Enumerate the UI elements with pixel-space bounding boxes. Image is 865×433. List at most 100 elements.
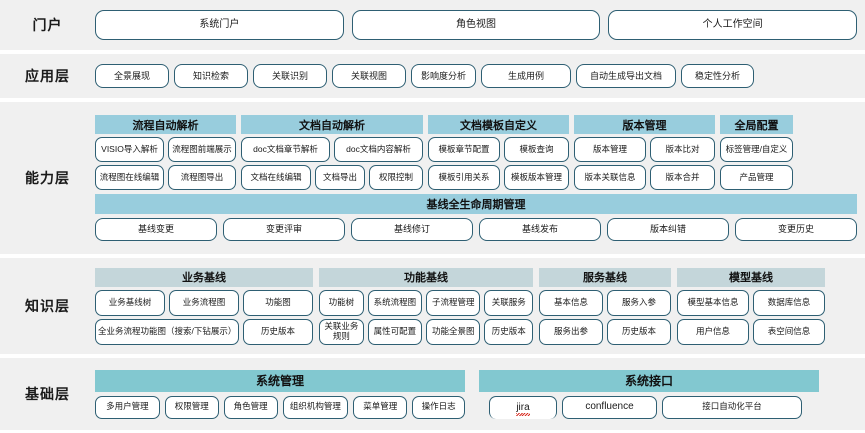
cap-template-query[interactable]: 模板查询 (504, 137, 569, 162)
kn-full-business-flow-function-chart[interactable]: 全业务流程功能图（搜索/下钻展示） (95, 318, 239, 345)
kn-system-flow-chart[interactable]: 系统流程图 (367, 289, 423, 316)
app-item-panorama[interactable]: 全景展现 (95, 64, 169, 88)
cap-tag-mgmt-custom[interactable]: 标签管理/自定义 (720, 137, 793, 162)
group-row: 版本关联信息 版本合并 (574, 165, 715, 190)
kn-service-history-version[interactable]: 历史版本 (607, 318, 671, 345)
kn-user-info[interactable]: 用户信息 (677, 318, 749, 345)
cap-template-chapter-config[interactable]: 模板章节配置 (428, 137, 500, 162)
layer-capability: 能力层 流程自动解析 VISIO导入解析 流程图前端展示 流程图在线编辑 流程图… (0, 102, 865, 254)
app-item-stability-analysis[interactable]: 稳定性分析 (681, 64, 754, 88)
kn-model-basic-info[interactable]: 模型基本信息 (677, 289, 749, 316)
cap-doc-chapter-parse[interactable]: doc文档章节解析 (241, 137, 330, 162)
portal-item-system-portal[interactable]: 系统门户 (95, 10, 344, 40)
kn-function-panorama[interactable]: 功能全景图 (426, 318, 481, 345)
cap-doc-online-edit[interactable]: 文档在线编辑 (241, 165, 311, 190)
group-row: 版本管理 版本比对 (574, 137, 715, 162)
lifecycle-baseline-revise[interactable]: 基线修订 (351, 218, 473, 241)
group-row: 全业务流程功能图（搜索/下钻展示） 历史版本 (95, 318, 313, 345)
cap-version-mgmt[interactable]: 版本管理 (574, 137, 646, 162)
kn-function-tree[interactable]: 功能树 (319, 289, 364, 316)
capability-groups: 流程自动解析 VISIO导入解析 流程图前端展示 流程图在线编辑 流程图导出 文… (95, 115, 857, 190)
lifecycle-change-review[interactable]: 变更评审 (223, 218, 345, 241)
group-row: 基本信息 服务入参 (539, 289, 671, 316)
lifecycle-baseline-change[interactable]: 基线变更 (95, 218, 217, 241)
base-org-structure-mgmt[interactable]: 组织机构管理 (282, 395, 349, 419)
app-item-relation-identify[interactable]: 关联识别 (253, 64, 327, 88)
base-operation-log[interactable]: 操作日志 (412, 395, 465, 419)
cap-flow-online-edit[interactable]: 流程图在线编辑 (95, 165, 164, 190)
kn-service-basic-info[interactable]: 基本信息 (539, 289, 603, 316)
cap-visio-import-parse[interactable]: VISIO导入解析 (95, 137, 164, 162)
base-multi-user-mgmt[interactable]: 多用户管理 (95, 395, 160, 419)
kn-tablespace-info[interactable]: 表空间信息 (753, 318, 825, 345)
kn-attribute-configurable[interactable]: 属性可配置 (367, 318, 423, 345)
lifecycle-baseline-publish[interactable]: 基线发布 (479, 218, 601, 241)
infrastructure-group-system-mgmt: 系统管理 多用户管理 权限管理 角色管理 组织机构管理 菜单管理 操作日志 (95, 369, 465, 419)
group-row: 产品管理 (720, 165, 793, 190)
kn-business-flow-chart[interactable]: 业务流程图 (169, 289, 239, 316)
lifecycle-change-history[interactable]: 变更历史 (735, 218, 857, 241)
kn-service-output-param[interactable]: 服务出参 (539, 318, 603, 345)
cap-doc-content-parse[interactable]: doc文档内容解析 (334, 137, 423, 162)
baseline-lifecycle-items: 基线变更 变更评审 基线修订 基线发布 版本纠错 变更历史 (95, 218, 857, 241)
base-confluence-link[interactable]: confluence (562, 395, 657, 419)
kn-function-chart[interactable]: 功能图 (243, 289, 313, 316)
kn-database-info[interactable]: 数据库信息 (753, 289, 825, 316)
kn-business-baseline-tree[interactable]: 业务基线树 (95, 289, 165, 316)
app-item-generate-case[interactable]: 生成用例 (481, 64, 571, 88)
app-item-relation-view[interactable]: 关联视图 (332, 64, 406, 88)
base-role-mgmt[interactable]: 角色管理 (223, 395, 278, 419)
base-permission-mgmt[interactable]: 权限管理 (164, 395, 219, 419)
kn-business-history-version[interactable]: 历史版本 (243, 318, 313, 345)
kn-function-history-version[interactable]: 历史版本 (484, 318, 534, 345)
group-row: 功能树 系统流程图 子流程管理 关联服务 (319, 289, 534, 316)
cap-permission-control[interactable]: 权限控制 (369, 165, 423, 190)
capability-group-process-parse: 流程自动解析 VISIO导入解析 流程图前端展示 流程图在线编辑 流程图导出 (95, 115, 236, 190)
base-interface-automation-platform[interactable]: 接口自动化平台 (662, 395, 802, 419)
base-menu-mgmt[interactable]: 菜单管理 (353, 395, 408, 419)
group-row: 模板章节配置 模板查询 (428, 137, 569, 162)
layer-infrastructure: 基础层 系统管理 多用户管理 权限管理 角色管理 组织机构管理 菜单管理 操作日… (0, 358, 865, 430)
portal-item-role-view[interactable]: 角色视图 (351, 10, 601, 40)
kn-service-input-param[interactable]: 服务入参 (607, 289, 671, 316)
kn-related-business-rule[interactable]: 关联业务规则 (319, 318, 364, 345)
group-row: VISIO导入解析 流程图前端展示 (95, 137, 236, 162)
group-row: 标签管理/自定义 (720, 137, 793, 162)
app-item-auto-export-doc[interactable]: 自动生成导出文档 (576, 64, 676, 88)
cap-template-version-mgmt[interactable]: 模板版本管理 (504, 165, 569, 190)
cap-template-reference[interactable]: 模板引用关系 (428, 165, 500, 190)
kn-subflow-mgmt[interactable]: 子流程管理 (426, 289, 481, 316)
cap-doc-export[interactable]: 文档导出 (315, 165, 365, 190)
cap-version-compare[interactable]: 版本比对 (650, 137, 715, 162)
knowledge-group-business-baseline: 业务基线 业务基线树 业务流程图 功能图 全业务流程功能图（搜索/下钻展示） 历… (95, 267, 313, 345)
capability-group-doc-template: 文档模板自定义 模板章节配置 模板查询 模板引用关系 模板版本管理 (428, 115, 569, 190)
app-item-impact-analysis[interactable]: 影响度分析 (411, 64, 476, 88)
cap-product-mgmt[interactable]: 产品管理 (720, 165, 793, 190)
layer-label-infrastructure: 基础层 (25, 386, 70, 402)
group-title-system-interface: 系统接口 (479, 369, 819, 392)
lifecycle-version-correction[interactable]: 版本纠错 (607, 218, 729, 241)
infrastructure-group-system-interface: 系统接口 jira confluence 接口自动化平台 (479, 369, 819, 419)
application-items: 全景展现 知识检索 关联识别 关联视图 影响度分析 生成用例 自动生成导出文档 … (95, 64, 857, 88)
group-row: 服务出参 历史版本 (539, 318, 671, 345)
cap-flow-export[interactable]: 流程图导出 (168, 165, 236, 190)
jira-label: jira (516, 401, 531, 416)
layer-knowledge: 知识层 业务基线 业务基线树 业务流程图 功能图 全业务流程功能图（搜索/下钻展… (0, 258, 865, 354)
group-title-service-baseline: 服务基线 (539, 267, 671, 287)
app-item-knowledge-search[interactable]: 知识检索 (174, 64, 248, 88)
group-row: 关联业务规则 属性可配置 功能全景图 历史版本 (319, 318, 534, 345)
cap-flow-frontend-display[interactable]: 流程图前端展示 (168, 137, 236, 162)
group-row: 多用户管理 权限管理 角色管理 组织机构管理 菜单管理 操作日志 (95, 395, 465, 419)
cap-version-merge[interactable]: 版本合并 (650, 165, 715, 190)
baseline-lifecycle-title: 基线全生命周期管理 (95, 194, 857, 214)
base-jira-link[interactable]: jira (489, 395, 557, 419)
portal-item-personal-workspace[interactable]: 个人工作空间 (608, 10, 858, 40)
capability-group-global-config: 全局配置 标签管理/自定义 产品管理 (720, 115, 793, 190)
kn-related-service[interactable]: 关联服务 (484, 289, 534, 316)
cap-version-relation-info[interactable]: 版本关联信息 (574, 165, 646, 190)
group-title-function-baseline: 功能基线 (319, 267, 533, 287)
group-row: 文档在线编辑 文档导出 权限控制 (241, 165, 423, 190)
group-title-business-baseline: 业务基线 (95, 267, 313, 287)
layer-label-application: 应用层 (25, 68, 70, 84)
knowledge-groups: 业务基线 业务基线树 业务流程图 功能图 全业务流程功能图（搜索/下钻展示） 历… (95, 267, 857, 345)
